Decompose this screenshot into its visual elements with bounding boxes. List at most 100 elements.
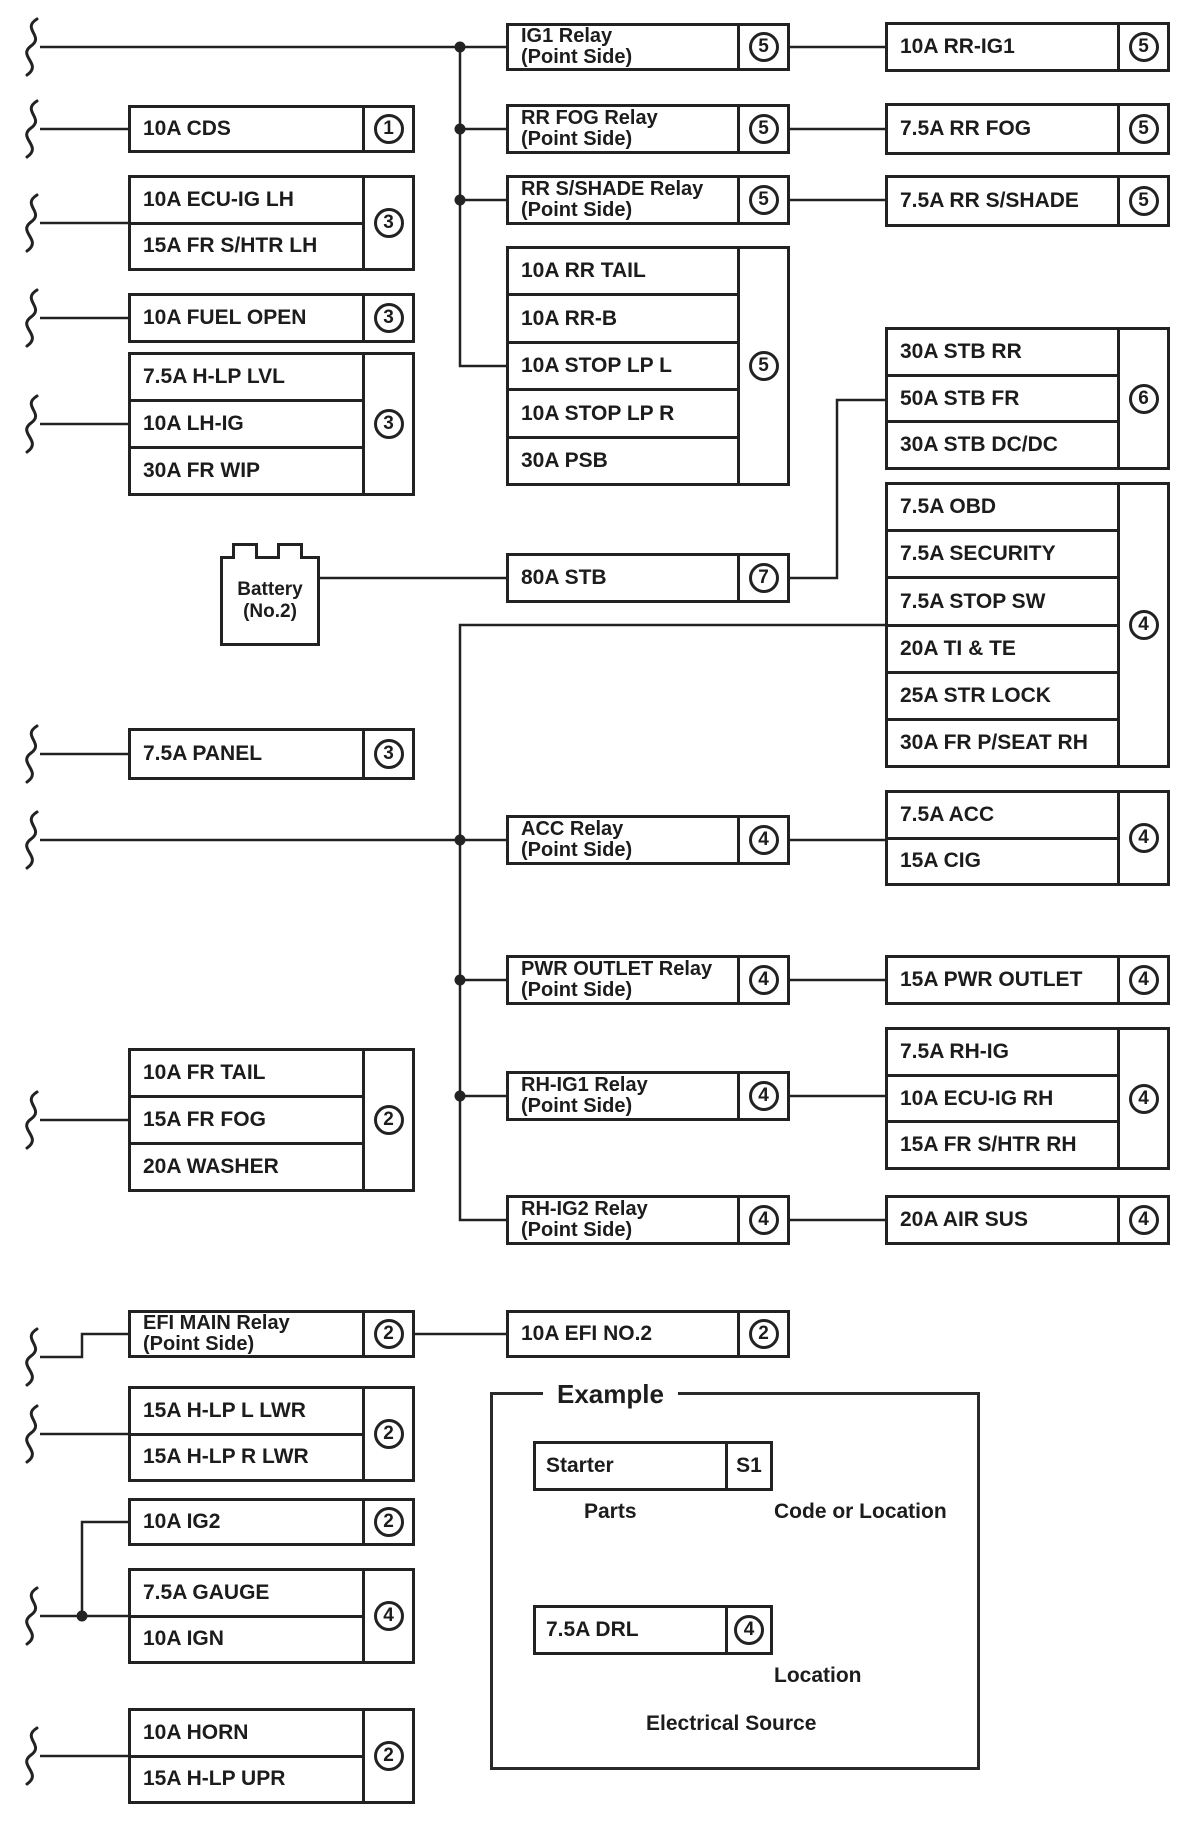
fuse-row: 10A EFI NO.2 [509,1313,737,1355]
fuse-row: 15A FR FOG [131,1095,362,1142]
junction-dot [454,194,466,206]
fuse-row-label: 15A FR S/HTR RH [900,1133,1077,1157]
battery-terminal-icon [277,543,303,559]
fuse-row: 10A FR TAIL [131,1051,362,1095]
fuse-row-label: 7.5A OBD [900,495,997,519]
location-cell: 4 [737,958,787,1002]
fuse-row: 7.5A ACC [888,793,1117,837]
location-badge: 5 [748,185,779,215]
harness-break-icon [25,724,39,784]
location-badge: 2 [373,1741,404,1771]
location-cell: 5 [737,26,787,68]
location-cell: 3 [362,178,412,268]
location-cell: 4 [737,818,787,862]
fuse-row: 10A ECU-IG LH [131,178,362,222]
location-cell: 4 [362,1571,412,1661]
location-cell: 2 [362,1389,412,1479]
location-cell: 3 [362,355,412,493]
location-cell: 6 [1117,330,1167,467]
harness-break-icon [25,288,39,348]
location-cell: 2 [737,1313,787,1355]
fuse-row: 20A TI & TE [888,623,1117,671]
location-badge: 4 [734,1615,764,1645]
fuse-row-label: 10A RR TAIL [521,259,646,283]
junction-dot [454,123,466,135]
box-rr-sshade-relay: RR S/SHADE Relay(Point Side) 5 [506,175,790,225]
fuse-row-label: (Point Side) [521,1219,633,1241]
harness-break-icon [25,810,39,870]
location-badge: 3 [373,409,404,439]
location-badge: 4 [748,1081,779,1111]
fuse-row-label: (Point Side) [521,128,633,150]
fuse-row-label: 15A H-LP UPR [143,1767,286,1791]
example-location-cell: 4 [725,1608,770,1652]
fuse-row: 30A STB DC/DC [888,420,1117,467]
fuse-row-label: RH-IG2 Relay [521,1198,648,1221]
location-badge: 2 [373,1419,404,1449]
fuse-row-label: 10A STOP LP R [521,401,675,425]
fuse-row: IG1 Relay(Point Side) [509,26,737,68]
box-rh-ig2-relay: RH-IG2 Relay(Point Side)4 [506,1195,790,1245]
location-badge: 4 [1128,1083,1159,1114]
fuse-row-label: RR S/SHADE Relay [521,178,704,201]
fuse-row-label: 30A STB RR [900,339,1022,363]
location-badge: 4 [748,965,779,995]
battery-label: Battery [237,579,303,601]
fuse-row: ACC Relay(Point Side) [509,818,737,862]
fuse-row-label: (Point Side) [521,199,633,221]
fuse-row-label: 30A FR WIP [143,459,261,483]
fuse-row-label: 10A ECU-IG RH [900,1086,1054,1110]
box-rh-ig1-relay: RH-IG1 Relay(Point Side) 4 [506,1071,790,1121]
harness-break-icon [25,193,39,253]
battery-box: Battery (No.2) [220,543,320,646]
box-efi-no2: 10A EFI NO.2 2 [506,1310,790,1358]
fuse-row-label: 10A RR-IG1 [900,35,1015,59]
example-source-box: 7.5A DRL 4 [533,1605,773,1655]
example-callout-label: Electrical Source [646,1712,817,1735]
location-cell: 5 [1117,178,1167,224]
fuse-row: 15A FR S/HTR LH [131,221,362,269]
fuse-row-label: RH-IG1 Relay [521,1074,648,1097]
location-cell: 4 [1117,958,1167,1002]
fuse-row-label: 7.5A RR S/SHADE [900,189,1079,213]
fuse-row-label: 10A EFI NO.2 [521,1322,653,1346]
fuse-row-label: 20A TI & TE [900,636,1016,660]
fuse-row: 20A WASHER [131,1142,362,1189]
location-cell: 2 [362,1051,412,1189]
location-badge: 5 [748,32,779,62]
example-parts-box: Starter S1 [533,1441,773,1491]
example-legend-box: Example Starter S1 7.5A DRL 4 [490,1379,980,1770]
harness-break-icon [25,1327,39,1387]
fuse-row: 7.5A RR S/SHADE [888,178,1117,224]
fuse-row-label: (Point Side) [521,1095,633,1117]
fuse-row: 30A PSB [509,435,737,483]
fuse-row: 15A FR S/HTR RH [888,1120,1117,1167]
junction-dot [454,834,466,846]
fuse-row: 10A RR-B [509,293,737,340]
box-ig1-relay: IG1 Relay(Point Side) 5 [506,23,790,71]
location-badge: 3 [373,303,404,333]
location-badge: 4 [1128,1205,1159,1235]
location-cell: 4 [1117,1030,1167,1167]
fuse-row: 10A STOP LP R [509,388,737,435]
location-cell: 3 [362,296,412,340]
fuse-row-label: 10A FR TAIL [143,1061,266,1085]
fuse-row: 15A PWR OUTLET [888,958,1117,1002]
fuse-row-label: 10A RR-B [521,306,618,330]
location-cell: 4 [1117,1198,1167,1242]
fuse-row-label: 7.5A RR FOG [900,117,1032,141]
fuse-row: 10A FUEL OPEN [131,296,362,340]
fuse-row-label: RR FOG Relay [521,107,658,130]
fuse-row-label: 10A FUEL OPEN [143,306,307,330]
fuse-row-label: 25A STR LOCK [900,683,1051,707]
